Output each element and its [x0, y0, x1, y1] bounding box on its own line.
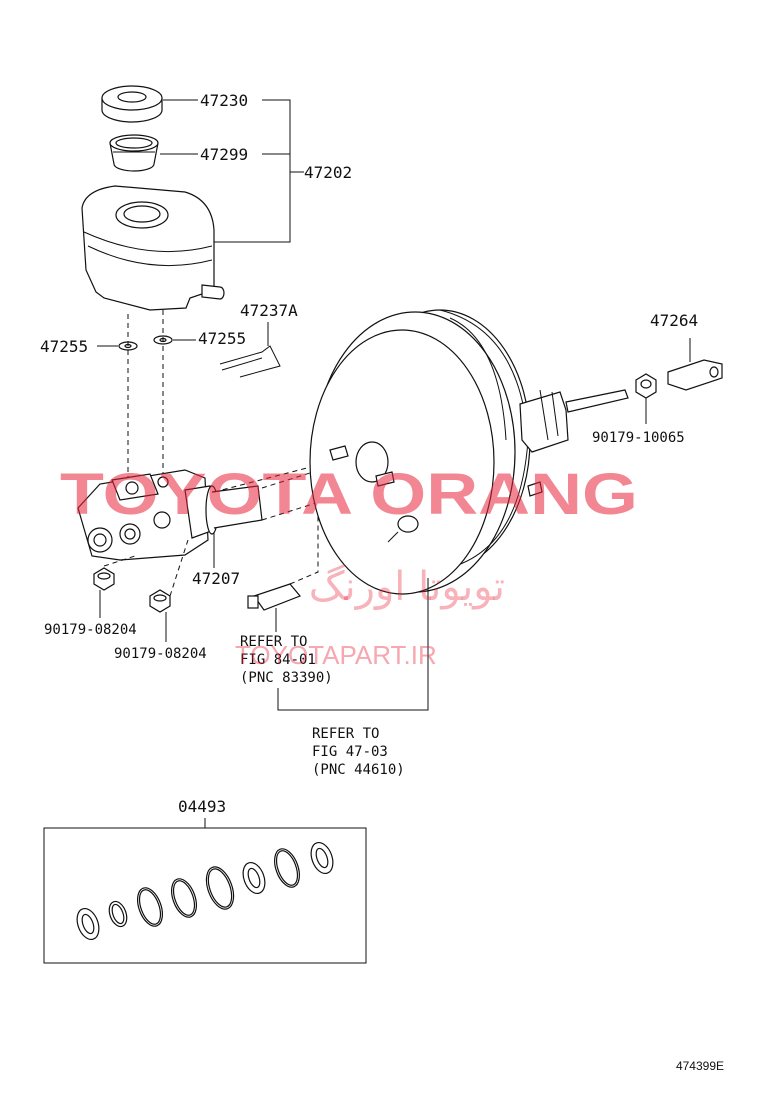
- master-cylinder: [77, 469, 263, 561]
- nut-a: [93, 567, 115, 591]
- ref-note-1-line-3: (PNC 83390): [240, 670, 333, 686]
- push-rod-clevis: [667, 338, 723, 391]
- label-47255-left: 47255: [40, 337, 88, 356]
- nut-b: [149, 589, 171, 613]
- switch-connector: [247, 583, 301, 611]
- ref-note-2-line-2: FIG 47-03: [312, 744, 388, 760]
- label-47230: 47230: [200, 91, 248, 110]
- reservoir-cap: [101, 85, 163, 123]
- repair-kit-seals: [76, 841, 334, 941]
- watermark-brand: TOYOTA ORANG: [60, 462, 638, 527]
- brake-booster: [309, 309, 629, 595]
- label-47202: 47202: [304, 163, 352, 182]
- reservoir-pin: [219, 322, 281, 378]
- ref-note-2-line-3: (PNC 44610): [312, 762, 405, 778]
- label-47207: 47207: [192, 569, 240, 588]
- ref-note-1-line-2: FIG 84-01: [240, 652, 316, 668]
- ref-note-1-line-1: REFER TO: [240, 634, 307, 650]
- label-90179-08204-a: 90179-08204: [44, 622, 137, 638]
- label-90179-08204-b: 90179-08204: [114, 646, 207, 662]
- label-47299: 47299: [200, 145, 248, 164]
- figure-code: 474399E: [676, 1059, 724, 1073]
- clevis-lock-nut: [635, 373, 657, 424]
- label-47237a: 47237A: [240, 301, 298, 320]
- watermark-site: TOYOTAPART.IR: [235, 640, 437, 670]
- label-47255-right: 47255: [198, 329, 246, 348]
- label-47264: 47264: [650, 311, 698, 330]
- label-04493: 04493: [178, 797, 226, 816]
- brake-fluid-reservoir: [81, 185, 225, 311]
- watermark-persian: تویوتا اورنگ: [309, 564, 505, 610]
- label-90179-10065: 90179-10065: [592, 430, 685, 446]
- reservoir-strainer: [109, 134, 159, 172]
- ref-note-2-line-1: REFER TO: [312, 726, 379, 742]
